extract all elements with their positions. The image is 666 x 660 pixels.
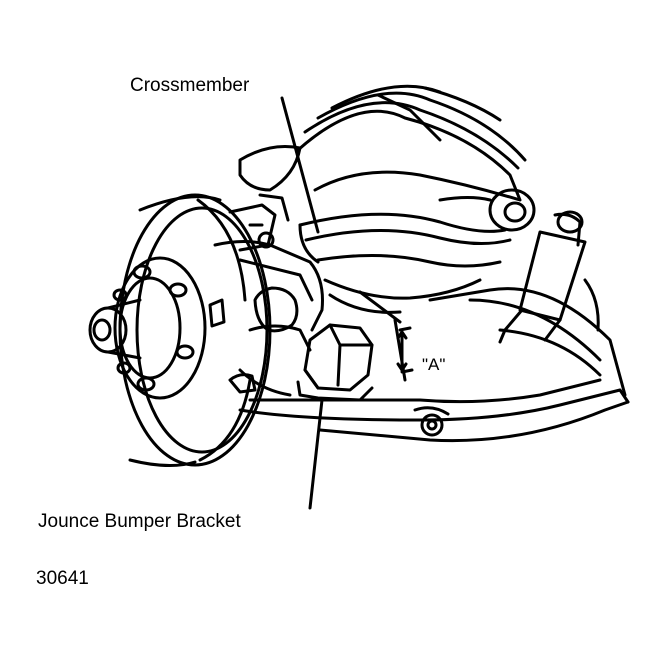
lower-control-arm [238,287,630,443]
jounce-bracket-leader-line [308,398,324,510]
brake-rotor [118,193,272,468]
jounce-bumper-bracket-label: Jounce Bumper Bracket [38,511,241,532]
crossmember-label: Crossmember [130,75,250,96]
upper-control-arm [238,84,536,232]
figure-number: 30641 [36,568,89,589]
jounce-bumper [296,323,374,402]
crossmember-body [298,212,512,314]
shock-absorber [498,210,600,344]
dimension-a-label: "A" [422,355,446,374]
wheel-hub [88,256,226,400]
crossmember-leader-line [280,96,320,234]
